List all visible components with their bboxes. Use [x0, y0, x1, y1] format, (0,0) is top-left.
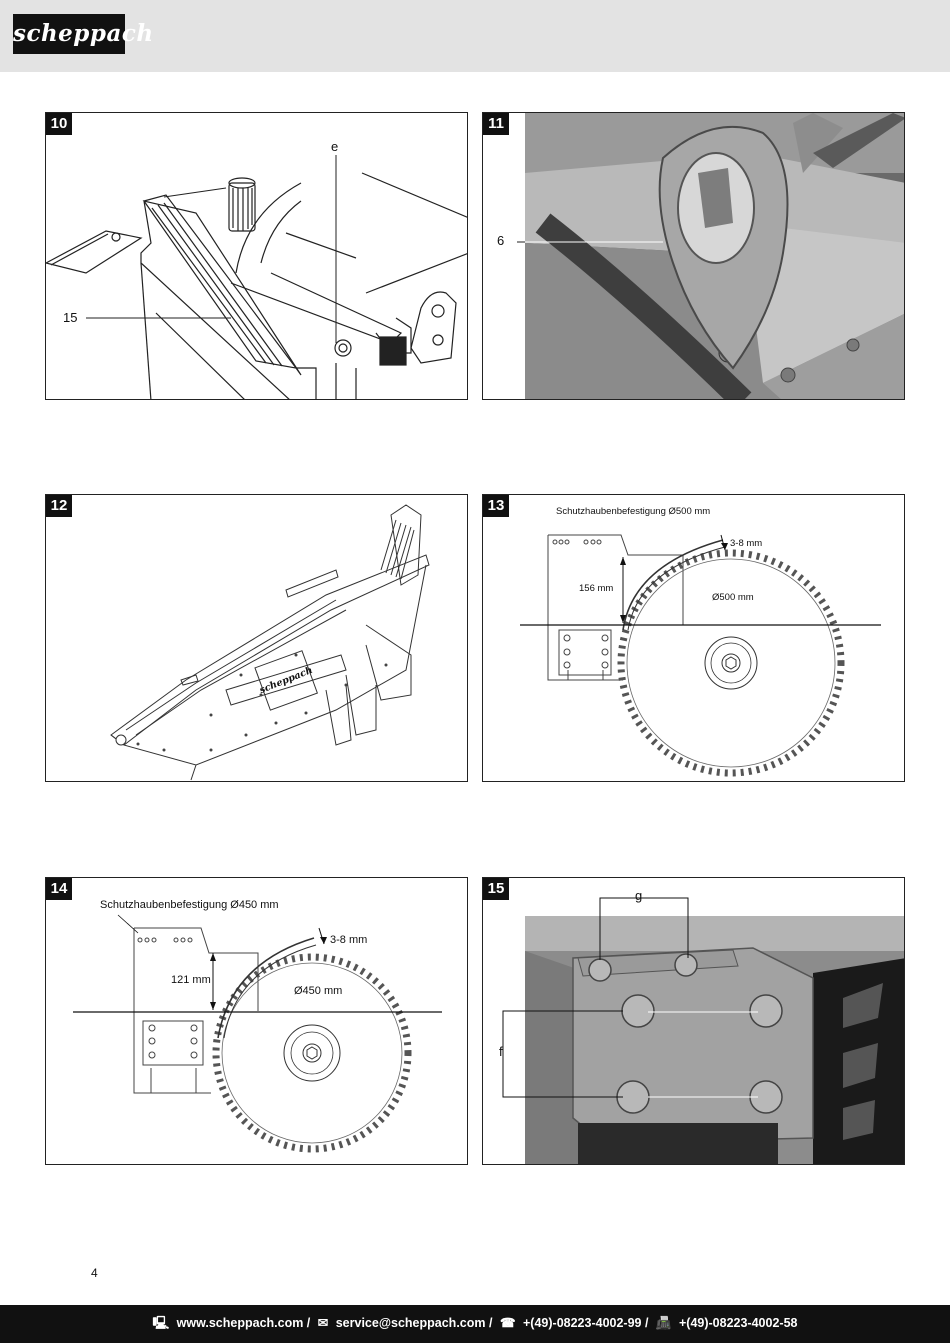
blade-diameter-label: Ø450 mm: [294, 985, 343, 997]
callout-f: f: [499, 1044, 503, 1059]
figure-number: 13: [483, 495, 509, 517]
page-header: scheppach: [0, 0, 950, 72]
callout-15: 15: [63, 310, 78, 325]
callout-6: 6: [497, 233, 505, 248]
figure-number: 14: [46, 878, 72, 900]
envelope-icon: ✉: [317, 1316, 329, 1330]
gap-label: 3-8 mm: [730, 538, 763, 549]
photo-guard-mount-bolts: [502, 897, 904, 1164]
height-label: 156 mm: [579, 583, 614, 594]
website-link[interactable]: www.scheppach.com /: [176, 1316, 311, 1330]
gap-label: 3-8 mm: [330, 934, 368, 946]
figure-11: 11 6: [482, 112, 905, 400]
fax-number: +(49)-08223-4002-58: [678, 1316, 798, 1330]
figure-10: 10: [45, 112, 468, 400]
page-footer: 🖳 www.scheppach.com / ✉ service@scheppac…: [0, 1305, 950, 1343]
figure-12: 12: [45, 494, 468, 782]
blade-500-diagram: [520, 534, 881, 777]
height-label: 121 mm: [171, 974, 211, 986]
figure-14: 14 Schutzhaubenbefestigung Ø450 mm 3-8 m…: [45, 877, 468, 1165]
blade-450-diagram: [73, 914, 442, 1153]
callout-e: e: [331, 139, 339, 154]
figure-number: 10: [46, 113, 72, 135]
callout-g: g: [635, 888, 643, 903]
blade-diameter-label: Ø500 mm: [712, 592, 754, 603]
mount-label: Schutzhaubenbefestigung Ø450 mm: [100, 899, 279, 911]
figure-15: 15 g f: [482, 877, 905, 1165]
phone-number: +(49)-08223-4002-99 /: [523, 1316, 649, 1330]
blade-guard-drawing: [110, 504, 430, 781]
telephone-icon: ☎: [499, 1316, 516, 1330]
figure-number: 12: [46, 495, 72, 517]
figure-number: 11: [483, 113, 509, 135]
email-link[interactable]: service@scheppach.com /: [335, 1316, 493, 1330]
rip-fence-drawing: [46, 155, 467, 399]
brand-logo: scheppach: [13, 14, 153, 54]
figure-13: 13 Schutzhaubenbefestigung Ø500 mm 3-8 m…: [482, 494, 905, 782]
figure-number: 15: [483, 878, 509, 900]
page-number: 4: [91, 1266, 98, 1280]
mount-label: Schutzhaubenbefestigung Ø500 mm: [556, 506, 711, 517]
photo-riving-knife-washer: [517, 113, 904, 399]
fax-icon: 📠: [655, 1316, 672, 1330]
computer-icon: 🖳: [152, 1316, 170, 1330]
